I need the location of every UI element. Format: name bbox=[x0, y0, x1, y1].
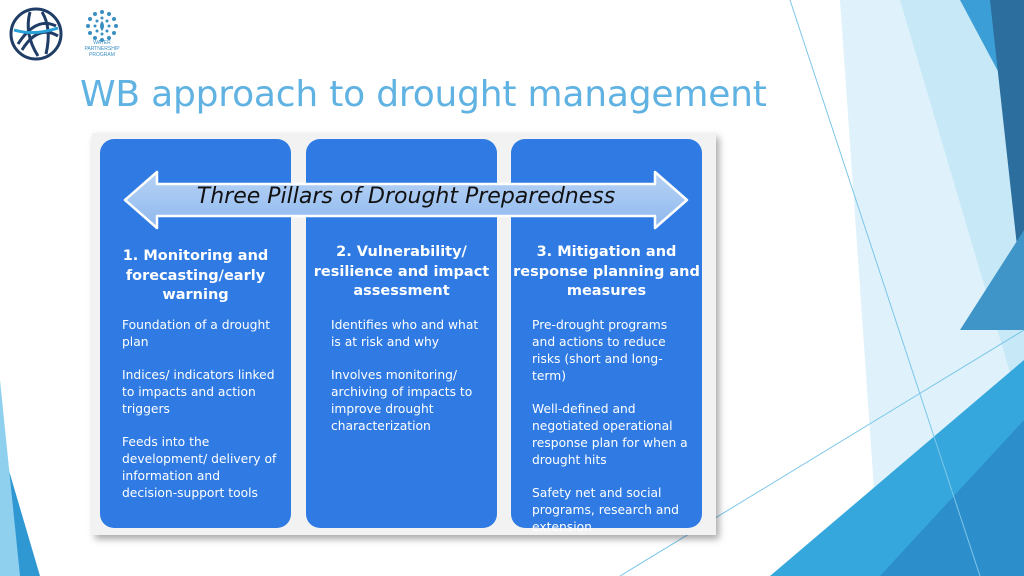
pillar-item: Indices/ indicators linked to impacts an… bbox=[122, 368, 275, 416]
pillar-title: 3. Mitigation and response planning and … bbox=[513, 244, 700, 299]
pillar-item: Involves monitoring/ archiving of impact… bbox=[331, 368, 473, 433]
pillar-items: Pre-drought programs and actions to redu… bbox=[532, 317, 688, 552]
banner-label: Three Pillars of Drought Preparedness bbox=[196, 184, 616, 209]
pillar-items: Identifies who and what is at risk and w… bbox=[331, 317, 483, 451]
world-bank-logo bbox=[9, 7, 63, 61]
logo-caption: WATER PARTNERSHIP PROGRAM bbox=[84, 40, 120, 58]
pillar-item: Pre-drought programs and actions to redu… bbox=[532, 318, 668, 383]
pillar-item: Identifies who and what is at risk and w… bbox=[331, 318, 479, 349]
pillar-item: Well-defined and negotiated operational … bbox=[532, 402, 688, 467]
pillar-item: Feeds into the development/ delivery of … bbox=[122, 435, 277, 500]
double-arrow-banner bbox=[123, 170, 689, 230]
slide-title: WB approach to drought management bbox=[80, 74, 767, 115]
pillar-title: 2. Vulnerability/ resilience and impact … bbox=[313, 244, 490, 299]
pillar-title: 1. Monitoring and forecasting/early warn… bbox=[122, 248, 269, 303]
pillar-items: Foundation of a drought plan Indices/ in… bbox=[122, 317, 277, 518]
pillar-item: Foundation of a drought plan bbox=[122, 318, 271, 349]
water-partnership-program-logo bbox=[86, 10, 118, 42]
pillar-item: Safety net and social programs, research… bbox=[532, 486, 679, 534]
